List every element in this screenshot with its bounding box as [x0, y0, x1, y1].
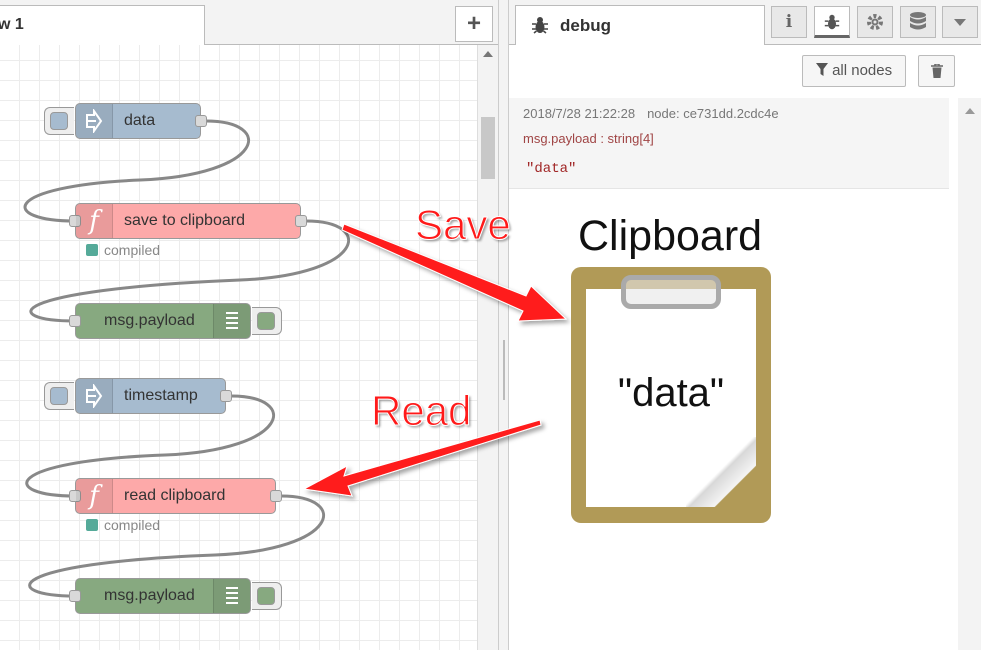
function-icon: f	[76, 479, 113, 513]
output-port[interactable]	[270, 490, 282, 502]
node-label: msg.payload	[104, 587, 195, 604]
debug-node-1[interactable]: msg.payload	[69, 303, 282, 339]
output-port[interactable]	[295, 215, 307, 227]
scroll-up-icon[interactable]	[483, 51, 493, 57]
info-icon: i	[785, 12, 793, 32]
page-curl-icon	[686, 437, 756, 507]
input-port[interactable]	[69, 315, 81, 327]
clipboard-content: "data"	[617, 371, 725, 415]
clipboard-title: Clipboard	[578, 212, 763, 260]
status-label: compiled	[104, 242, 161, 258]
debug-list-icon	[213, 304, 250, 338]
debug-tab-title: debug	[560, 16, 611, 35]
scrollbar-thumb[interactable]	[481, 117, 495, 179]
add-flow-button[interactable]: +	[455, 6, 493, 42]
chevron-down-icon	[954, 19, 966, 26]
arrow-in-icon	[76, 104, 113, 138]
output-port[interactable]	[195, 115, 207, 127]
info-tab-button[interactable]: i	[771, 6, 807, 38]
arrow-in-icon	[76, 379, 113, 413]
inject-node-data[interactable]: data	[44, 103, 207, 139]
status-dot-icon	[86, 519, 98, 531]
debug-toggle-button[interactable]	[252, 582, 282, 610]
function-node-save[interactable]: f save to clipboard	[69, 203, 307, 239]
read-annotation-label: Read	[370, 387, 472, 435]
status-dot-icon	[86, 244, 98, 256]
debug-tab-button[interactable]	[814, 6, 850, 38]
node-label: data	[124, 112, 156, 129]
node-label: read clipboard	[124, 487, 226, 504]
clear-messages-button[interactable]	[918, 55, 955, 87]
debug-toggle-button[interactable]	[252, 307, 282, 335]
tab-flow-1[interactable]: w 1	[0, 5, 205, 45]
clipboard-icon: "data"	[571, 267, 771, 523]
message-node-link[interactable]: node: ce731dd.2cdc4e	[647, 106, 779, 121]
config-tab-button[interactable]	[857, 6, 893, 38]
clipboard-paper: "data"	[586, 289, 756, 507]
message-topic: msg.payload : string[4]	[523, 131, 654, 146]
bug-icon	[532, 17, 548, 34]
debug-message[interactable]: 2018/7/28 21:22:28 node: ce731dd.2cdc4e m…	[509, 98, 949, 189]
grip-icon	[503, 340, 505, 400]
clip-clasp-icon	[621, 275, 721, 309]
function-node-read[interactable]: f read clipboard	[69, 478, 282, 514]
node-status: compiled	[86, 242, 160, 258]
gear-icon	[867, 14, 883, 30]
filter-icon	[815, 63, 828, 76]
output-port[interactable]	[220, 390, 232, 402]
flow-workspace[interactable]	[0, 45, 477, 650]
trash-icon	[930, 63, 943, 78]
debug-scrollbar[interactable]	[958, 98, 981, 650]
database-icon	[910, 12, 926, 30]
inject-trigger-button[interactable]	[44, 382, 74, 410]
input-port[interactable]	[69, 215, 81, 227]
input-port[interactable]	[69, 590, 81, 602]
bug-icon	[824, 14, 840, 30]
debug-toolbar: all nodes	[509, 45, 981, 99]
message-timestamp: 2018/7/28 21:22:28	[523, 106, 636, 121]
node-status: compiled	[86, 517, 160, 533]
save-annotation-label: Save	[415, 201, 512, 249]
sidebar-menu-button[interactable]	[942, 6, 978, 38]
message-payload[interactable]: "data"	[526, 161, 577, 177]
context-tab-button[interactable]	[900, 6, 936, 38]
filter-label: all nodes	[832, 62, 893, 79]
input-port[interactable]	[69, 490, 81, 502]
node-label: timestamp	[124, 387, 198, 404]
debug-node-2[interactable]: msg.payload	[69, 578, 282, 614]
workspace-scrollbar[interactable]	[477, 45, 499, 650]
filter-nodes-button[interactable]: all nodes	[802, 55, 906, 87]
node-label: msg.payload	[104, 312, 195, 329]
sidebar-header: debug i	[509, 0, 981, 45]
function-icon: f	[76, 204, 113, 238]
tab-debug[interactable]: debug	[515, 5, 765, 45]
tab-flow-1-label: w 1	[0, 16, 24, 33]
debug-list-icon	[213, 579, 250, 613]
inject-node-timestamp[interactable]: timestamp	[44, 378, 232, 414]
sidebar-resize-handle[interactable]	[498, 0, 509, 650]
message-meta: 2018/7/28 21:22:28 node: ce731dd.2cdc4e	[523, 106, 779, 121]
workspace-tabbar: w 1 +	[0, 0, 498, 45]
node-label: save to clipboard	[124, 212, 245, 229]
status-label: compiled	[104, 517, 161, 533]
inject-trigger-button[interactable]	[44, 107, 74, 135]
scroll-up-icon[interactable]	[965, 108, 975, 114]
